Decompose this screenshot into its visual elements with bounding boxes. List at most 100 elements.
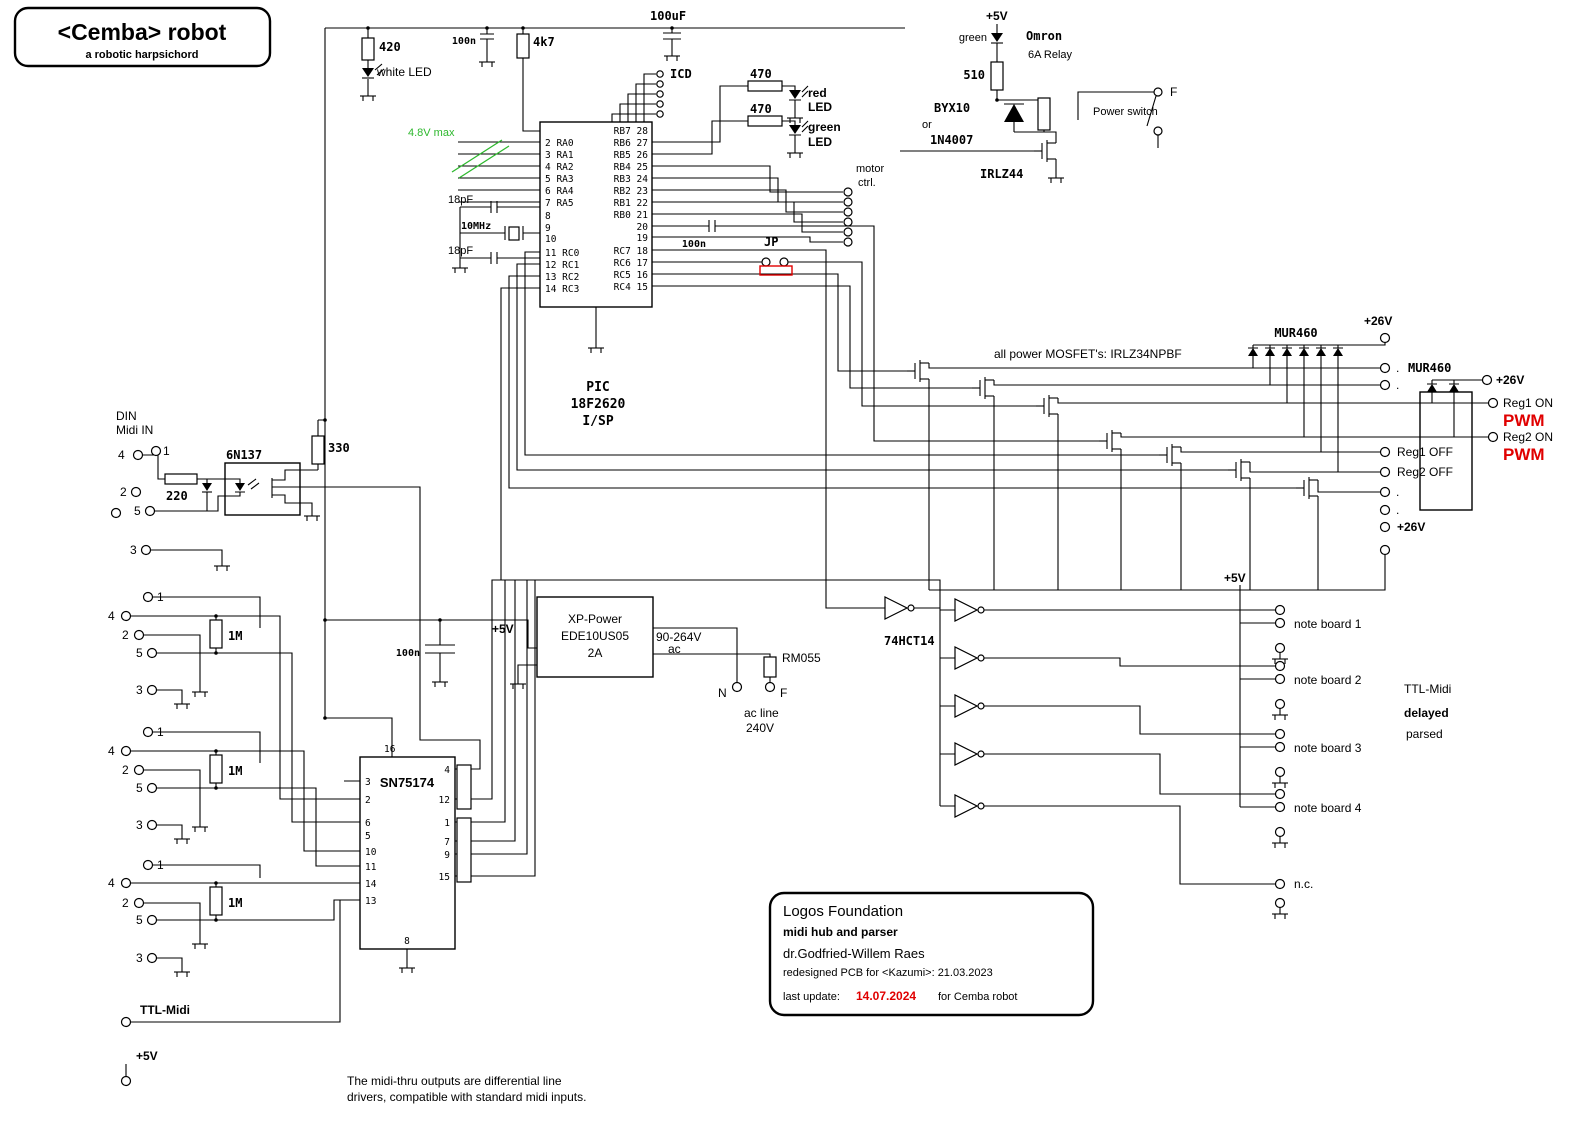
label-psu-100n: 100n [396,648,420,659]
psu-line-1: XP-Power [568,612,622,626]
label-red-2: LED [808,100,832,114]
labels: <Cemba> robot a robotic harpsichord 420 … [58,9,1553,1104]
din-pin-label: 2 [120,485,127,499]
resistor-1m-2 [209,754,223,784]
label-r420: 420 [379,40,401,54]
label-white-led: white LED [376,65,432,79]
logos-update-for: for Cemba robot [938,991,1017,1003]
label-ttl-midi: TTL-Midi [140,1003,190,1017]
din-pin-label: 4 [118,448,125,462]
resistor-220 [164,473,198,485]
label-reg2-on: Reg2 ON [1503,430,1553,444]
label-byx10: BYX10 [934,101,970,115]
label-omron: Omron [1026,29,1062,43]
label-mur460-1: MUR460 [1274,326,1317,340]
sn-pin: 14 [365,879,377,890]
label-din: DIN [116,409,137,423]
green-led-icon [789,125,801,134]
logos-author: dr.Godfried-Willem Raes [783,946,925,961]
sn-header-2 [456,817,472,883]
v5-terminal [120,1075,132,1087]
wires-psu [325,619,771,682]
label-c100n: 100n [452,36,476,47]
din-pin-label: 3 [136,683,143,697]
sn-pin: 3 [365,777,371,788]
wires-hex-boards [914,585,1276,885]
sn-header-1 [456,764,472,810]
page-subtitle: a robotic harpsichord [85,49,198,61]
label-reg1-off: Reg1 OFF [1397,445,1453,459]
pic-pin: 9 [545,223,551,234]
label-1m-3: 1M [228,896,242,910]
label-r470a: 470 [750,67,772,81]
label-sn75174: SN75174 [380,775,435,790]
label-note-board-1: note board 1 [1294,617,1362,631]
pic-pin: RB2 23 [614,186,648,197]
pic-pin: 11 RC0 [545,248,580,259]
power-mosfet-5 [1158,443,1182,467]
crystal-10mhz [508,226,520,241]
title-box [13,6,272,68]
label-10mhz: 10MHz [461,221,491,232]
label-reg2-off: Reg2 OFF [1397,465,1453,479]
pic-pin: RB7 28 [614,126,649,137]
power-mosfet-4 [1098,429,1122,453]
label-pwm-1: PWM [1503,411,1545,430]
terminal-26v-in [1379,521,1391,533]
label-dot: . [1396,361,1399,375]
din-pin-label: 4 [108,876,115,890]
sn-pin: 10 [365,847,377,858]
logos-box [768,891,1095,1017]
label-r470b: 470 [750,102,772,116]
sn-pin: 9 [444,850,450,861]
label-motor-1: motor [856,163,884,175]
label-midi-in: Midi IN [116,423,153,437]
din-pin-label: 2 [122,896,129,910]
pic-pin: RB5 26 [614,150,649,161]
sn-pin: 7 [444,837,450,848]
din-pin-label: 4 [108,744,115,758]
label-r510: 510 [963,68,985,82]
wires-mosfets [928,363,1489,591]
label-48v-max: 4.8V max [408,127,455,139]
terminal-26v-top [1379,332,1391,344]
pic-chip-body [539,121,653,308]
white-led-icon [362,68,374,77]
label-red-1: red [808,86,827,100]
wires-relay [900,24,1159,172]
pic-pin: RB3 24 [614,174,649,185]
din-pin-label: 5 [136,646,143,660]
bottom-note-1: The midi-thru outputs are differential l… [347,1074,562,1088]
label-6n137: 6N137 [226,448,262,462]
label-pwm-2: PWM [1503,445,1545,464]
sn-pin: 12 [439,795,450,806]
sn-pin: 4 [444,765,450,776]
pic-pin: 5 RA3 [545,174,574,185]
wires-pic-right-runs [500,220,1296,807]
resistor-420 [361,37,375,61]
pic-pin: RC6 17 [614,258,648,269]
pic-pin: RB4 25 [614,162,648,173]
din-pin-label: 1 [157,725,164,739]
label-mosfet-note: all power MOSFET's: IRLZ34NPBF [994,347,1182,361]
pic-pin: RC7 18 [614,246,649,257]
label-rm055: RM055 [782,651,821,665]
terminal-gnd-in [1379,544,1391,556]
relay-green-led-icon [991,33,1003,42]
label-or: or [922,119,932,131]
terminal-26v-mid [1481,374,1493,386]
din-out-1 [120,591,158,696]
din-pin-label: 1 [157,590,164,604]
power-mosfet-3 [1035,394,1059,418]
label-c100uf: 100uF [650,9,686,23]
label-6a-relay: 6A Relay [1028,49,1073,61]
power-mosfet-6 [1227,458,1251,482]
ac-terminal-f [764,681,776,693]
label-icd: ICD [670,67,692,81]
label-18pf-2: 18pF [448,245,473,257]
label-ttl-midi-right: TTL-Midi [1404,682,1451,696]
pic-name-1: PIC [586,380,609,395]
din-out-3 [120,859,158,964]
din-pin-label: 4 [108,609,115,623]
